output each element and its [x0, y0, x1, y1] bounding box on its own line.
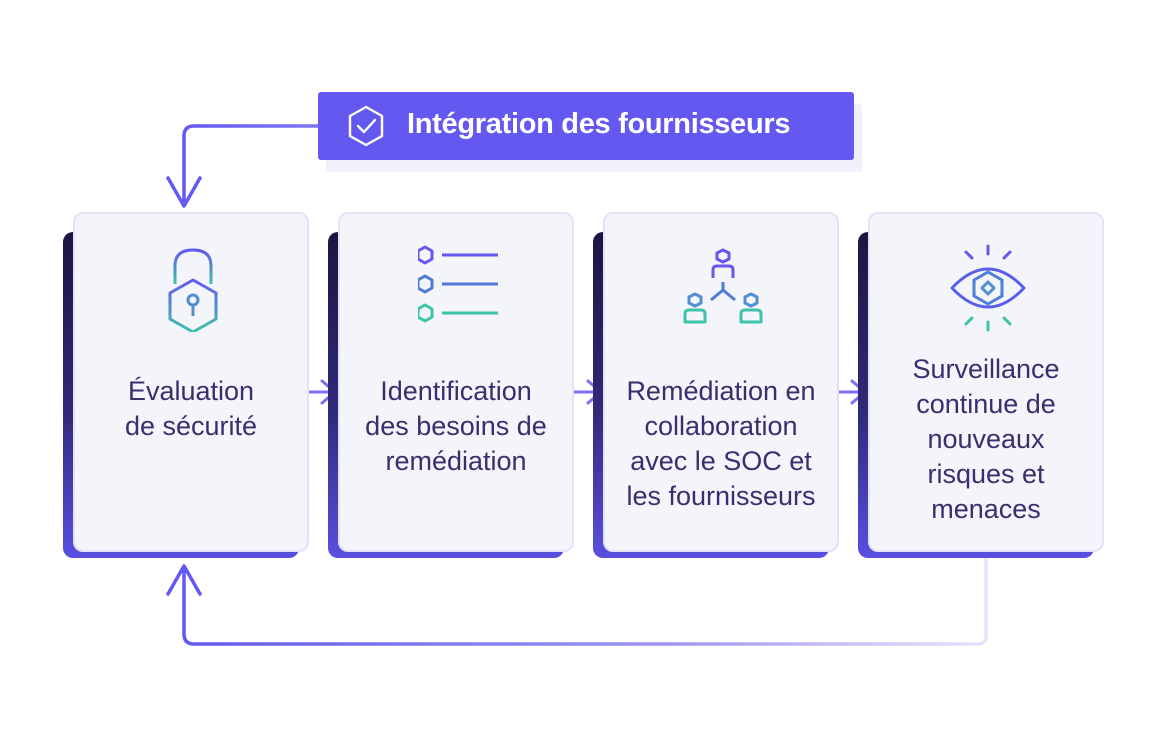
padlock-icon	[168, 248, 218, 332]
card-body: Évaluation de sécurité	[73, 212, 309, 552]
step-card-security-assessment: Évaluation de sécurité	[63, 212, 309, 560]
step-card-collaborative-remediation: Remédiation en collaboration avec le SOC…	[593, 212, 839, 560]
header-title: Intégration des fournisseurs	[407, 108, 791, 140]
eye-icon	[950, 244, 1026, 332]
header-banner: Intégration des fournisseurs	[318, 92, 854, 160]
checklist-icon	[418, 245, 498, 323]
loop-arrowhead-top	[166, 176, 202, 208]
loop-arrowhead-bottom	[166, 564, 202, 596]
loop-arrow-top	[182, 124, 318, 206]
step-label: Surveillance continue de nouveaux risque…	[912, 354, 1060, 524]
card-body: Surveillance continue de nouveaux risque…	[868, 212, 1104, 552]
shield-check-icon	[348, 105, 384, 147]
card-body: Remédiation en collaboration avec le SOC…	[603, 212, 839, 552]
people-network-icon	[683, 248, 763, 324]
loop-arrow-bottom	[182, 548, 988, 646]
step-label: Identification des besoins de remédiatio…	[365, 376, 547, 476]
step-label: Remédiation en collaboration avec le SOC…	[626, 376, 816, 511]
card-body: Identification des besoins de remédiatio…	[338, 212, 574, 552]
step-label: Évaluation de sécurité	[124, 376, 258, 441]
step-card-remediation-needs: Identification des besoins de remédiatio…	[328, 212, 574, 560]
step-card-continuous-monitoring: Surveillance continue de nouveaux risque…	[858, 212, 1104, 560]
